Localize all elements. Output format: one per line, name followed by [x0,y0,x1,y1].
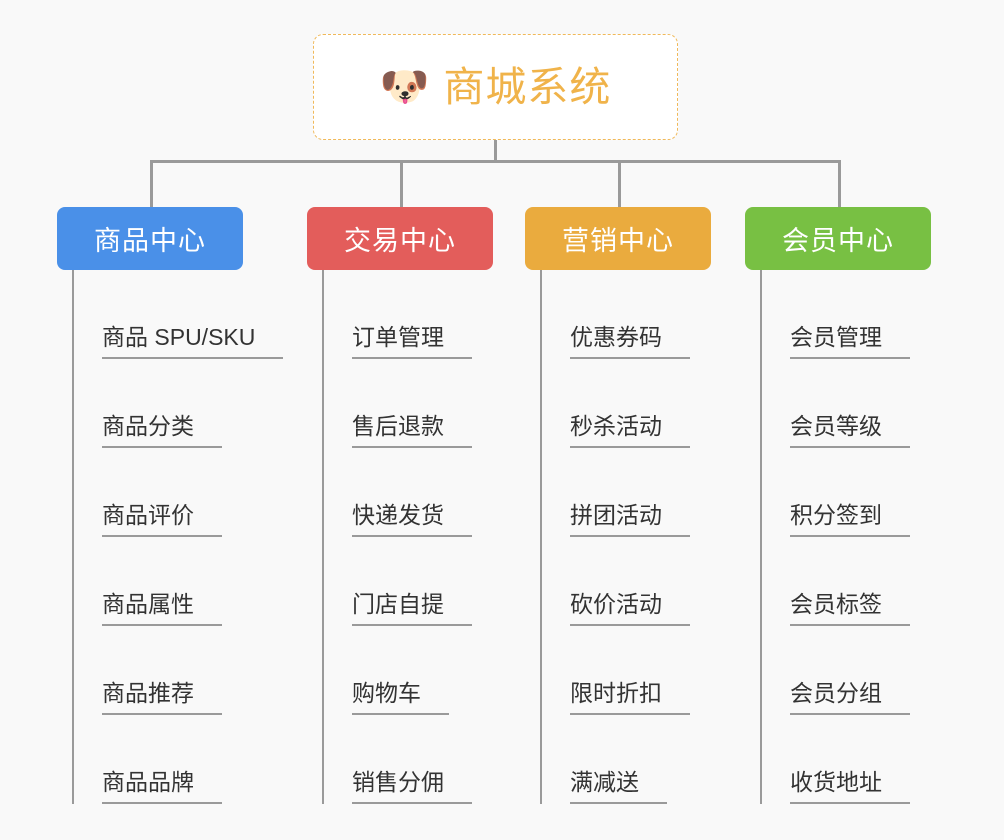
list-item[interactable]: 商品 SPU/SKU [74,270,284,359]
leaf-label: 销售分佣 [352,769,472,804]
branch-label-1: 商品中心 [94,226,206,256]
leaf-label: 商品属性 [102,591,222,626]
list-item[interactable]: 商品评价 [74,448,283,537]
list-item[interactable]: 积分签到 [762,448,931,537]
list-item[interactable]: 销售分佣 [324,715,493,804]
leaf-list-3: 优惠券码 秒杀活动 拼团活动 砍价活动 限时折扣 满减送 [540,270,711,804]
branch-label-2: 交易中心 [344,226,456,256]
leaf-label: 门店自提 [352,591,472,626]
leaf-label: 积分签到 [790,502,910,537]
leaf-label: 满减送 [570,769,667,804]
connector-drop-4 [838,160,841,208]
list-item[interactable]: 门店自提 [324,537,493,626]
leaf-label: 限时折扣 [570,680,690,715]
root-title: 商城系统 [443,63,612,110]
list-item[interactable]: 商品分类 [74,359,283,448]
branch-label-3: 营销中心 [562,226,674,256]
list-item[interactable]: 会员标签 [762,537,931,626]
list-item[interactable]: 商品品牌 [74,715,283,804]
leaf-label: 秒杀活动 [570,413,690,448]
dog-face-icon: 🐶 [379,65,430,109]
leaf-label: 收货地址 [790,769,910,804]
leaf-label: 快递发货 [352,502,472,537]
branch-member-center: 会员中心 会员管理 会员等级 积分签到 会员标签 会员分组 收货地址 [745,207,931,804]
leaf-label: 拼团活动 [570,502,690,537]
leaf-label: 商品推荐 [102,680,222,715]
leaf-label: 商品 SPU/SKU [102,324,284,359]
list-item[interactable]: 购物车 [324,626,493,715]
connector-drop-3 [618,160,621,208]
list-item[interactable]: 快递发货 [324,448,493,537]
connector-horizontal-bar [150,160,841,163]
root-node[interactable]: 🐶 商城系统 [313,34,678,140]
leaf-label: 商品评价 [102,502,222,537]
leaf-list-1: 商品 SPU/SKU 商品分类 商品评价 商品属性 商品推荐 商品品牌 [72,270,284,804]
list-item[interactable]: 商品推荐 [74,626,283,715]
leaf-label: 会员分组 [790,680,910,715]
connector-drop-1 [150,160,153,208]
branch-header-2[interactable]: 交易中心 [307,207,493,270]
leaf-label: 会员管理 [790,324,910,359]
branch-label-4: 会员中心 [782,226,894,256]
branch-header-1[interactable]: 商品中心 [57,207,243,270]
list-item[interactable]: 商品属性 [74,537,283,626]
leaf-label: 砍价活动 [570,591,690,626]
list-item[interactable]: 限时折扣 [542,626,711,715]
leaf-label: 购物车 [352,680,449,715]
leaf-label: 会员标签 [790,591,910,626]
list-item[interactable]: 订单管理 [324,270,493,359]
leaf-label: 商品品牌 [102,769,222,804]
leaf-label: 优惠券码 [570,324,690,359]
list-item[interactable]: 收货地址 [762,715,931,804]
list-item[interactable]: 满减送 [542,715,711,804]
leaf-list-2: 订单管理 售后退款 快递发货 门店自提 购物车 销售分佣 [322,270,493,804]
list-item[interactable]: 会员管理 [762,270,931,359]
leaf-label: 售后退款 [352,413,472,448]
leaf-list-4: 会员管理 会员等级 积分签到 会员标签 会员分组 收货地址 [760,270,931,804]
branch-header-4[interactable]: 会员中心 [745,207,931,270]
list-item[interactable]: 会员分组 [762,626,931,715]
leaf-label: 会员等级 [790,413,910,448]
list-item[interactable]: 会员等级 [762,359,931,448]
connector-drop-2 [400,160,403,208]
connector-root-stem [494,140,497,162]
list-item[interactable]: 秒杀活动 [542,359,711,448]
list-item[interactable]: 优惠券码 [542,270,711,359]
list-item[interactable]: 拼团活动 [542,448,711,537]
branch-trade-center: 交易中心 订单管理 售后退款 快递发货 门店自提 购物车 销售分佣 [307,207,493,804]
branch-header-3[interactable]: 营销中心 [525,207,711,270]
leaf-label: 商品分类 [102,413,222,448]
list-item[interactable]: 售后退款 [324,359,493,448]
leaf-label: 订单管理 [352,324,472,359]
branch-product-center: 商品中心 商品 SPU/SKU 商品分类 商品评价 商品属性 商品推荐 商品品牌 [57,207,284,804]
branch-marketing-center: 营销中心 优惠券码 秒杀活动 拼团活动 砍价活动 限时折扣 满减送 [525,207,711,804]
list-item[interactable]: 砍价活动 [542,537,711,626]
